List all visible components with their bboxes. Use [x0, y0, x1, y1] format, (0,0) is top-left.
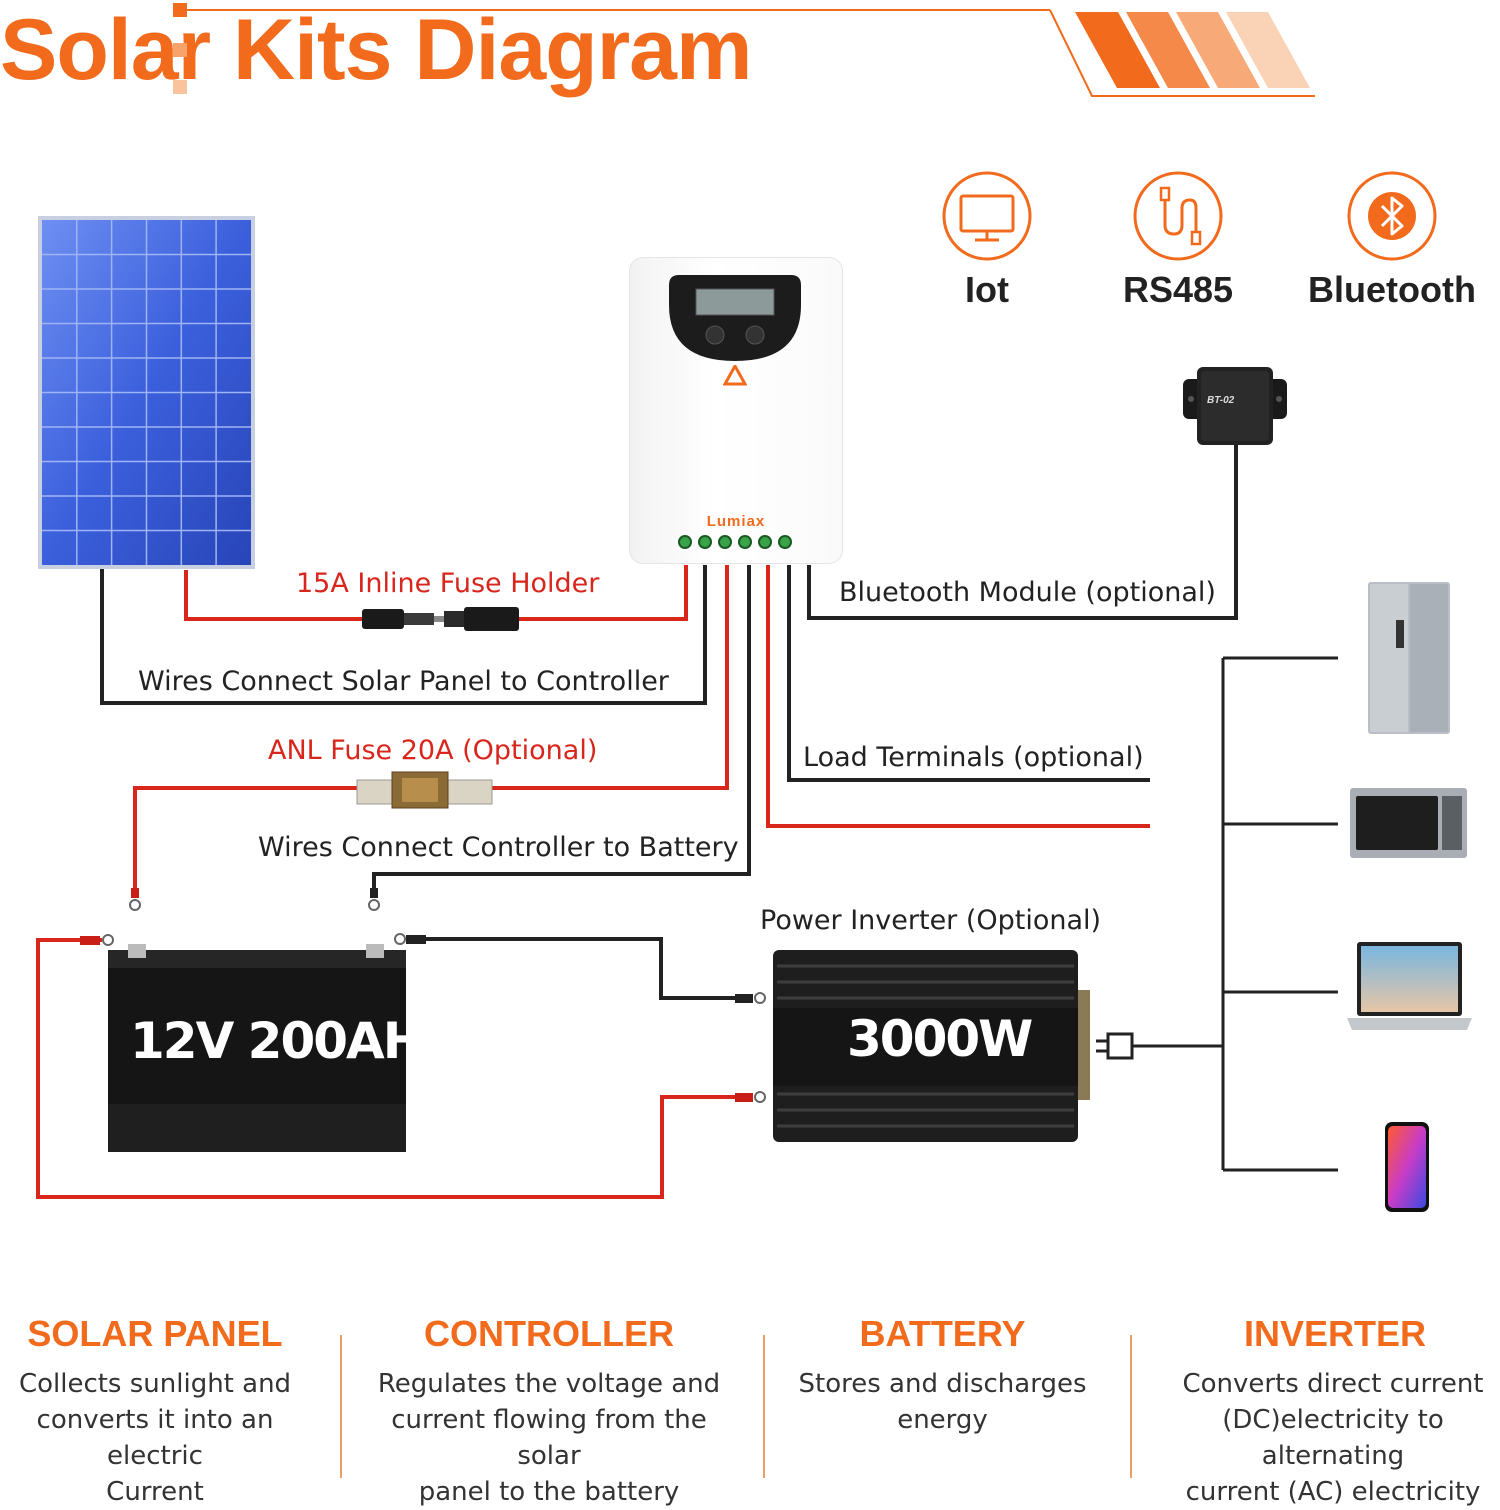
- section-divider: [763, 1335, 765, 1478]
- iot-label: Iot: [965, 269, 1009, 310]
- load-terminals-label: Load Terminals (optional): [803, 742, 1144, 773]
- bt-module-label: Bluetooth Module (optional): [839, 577, 1216, 608]
- inverter-negative-wire: [420, 937, 735, 1000]
- bt-module-model: BT-02: [1207, 395, 1235, 406]
- refrigerator-icon: [1368, 582, 1450, 734]
- wiring: [36, 445, 1338, 1199]
- section-divider: [1130, 1335, 1132, 1478]
- inverter-label: 3000W: [847, 1010, 1033, 1068]
- section-inverter-desc: Converts direct current(DC)electricity t…: [1182, 1369, 1484, 1507]
- battery-positive-wire-2: [133, 786, 357, 895]
- inline-fuse-holder-icon: [362, 607, 519, 631]
- ac-plug-icon: [1096, 1032, 1134, 1060]
- load-positive-wire: [766, 565, 1150, 828]
- panel-wires-label: Wires Connect Solar Panel to Controller: [138, 666, 669, 697]
- laptop-icon: [1347, 942, 1472, 1030]
- section-divider: [340, 1335, 342, 1478]
- battery-negative-wire: [372, 565, 751, 895]
- page-title: Solar Kits Diagram: [0, 2, 752, 98]
- lumiax-logo-icon: [723, 365, 747, 386]
- section-controller-title: CONTROLLER: [424, 1313, 674, 1354]
- bluetooth-label: Bluetooth: [1308, 269, 1476, 310]
- battery: 12V 200AH: [108, 944, 425, 1152]
- bluetooth-module: BT-02: [1183, 367, 1287, 445]
- phone-icon: [1385, 1122, 1429, 1212]
- fuse-holder-label: 15A Inline Fuse Holder: [296, 568, 600, 599]
- anl-fuse-label: ANL Fuse 20A (Optional): [268, 735, 598, 766]
- controller-brand: Lumiax: [706, 513, 766, 530]
- load-negative-wire: [787, 565, 1150, 782]
- monitor-icon: [942, 171, 1032, 261]
- section-solar-panel-title: SOLAR PANEL: [27, 1313, 283, 1354]
- panel-positive-wire-2: [519, 565, 688, 621]
- panel-negative-wire: [100, 565, 707, 705]
- header-decoration: [173, 3, 1315, 97]
- power-inverter-label: Power Inverter (Optional): [760, 905, 1102, 936]
- inverter-positive-wire: [36, 938, 735, 1199]
- power-inverter: 3000W: [773, 950, 1090, 1142]
- battery-wires-label: Wires Connect Controller to Battery: [258, 832, 739, 863]
- section-battery-title: BATTERY: [859, 1313, 1026, 1354]
- cable-icon: [1133, 171, 1223, 261]
- bt-module-wire: [807, 445, 1238, 620]
- battery-label: 12V 200AH: [130, 1012, 425, 1070]
- bluetooth-icon: [1347, 171, 1437, 261]
- rs485-label: RS485: [1122, 269, 1234, 310]
- solar-panel: [38, 216, 255, 569]
- controller-display-icon: [669, 275, 801, 361]
- battery-positive-wire: [492, 565, 729, 790]
- charge-controller: Lumiax: [629, 257, 843, 564]
- microwave-icon: [1350, 788, 1467, 858]
- panel-positive-wire: [184, 570, 362, 621]
- anl-fuse-icon: [356, 771, 493, 809]
- controller-terminals: [678, 535, 792, 549]
- section-inverter-title: INVERTER: [1243, 1313, 1427, 1354]
